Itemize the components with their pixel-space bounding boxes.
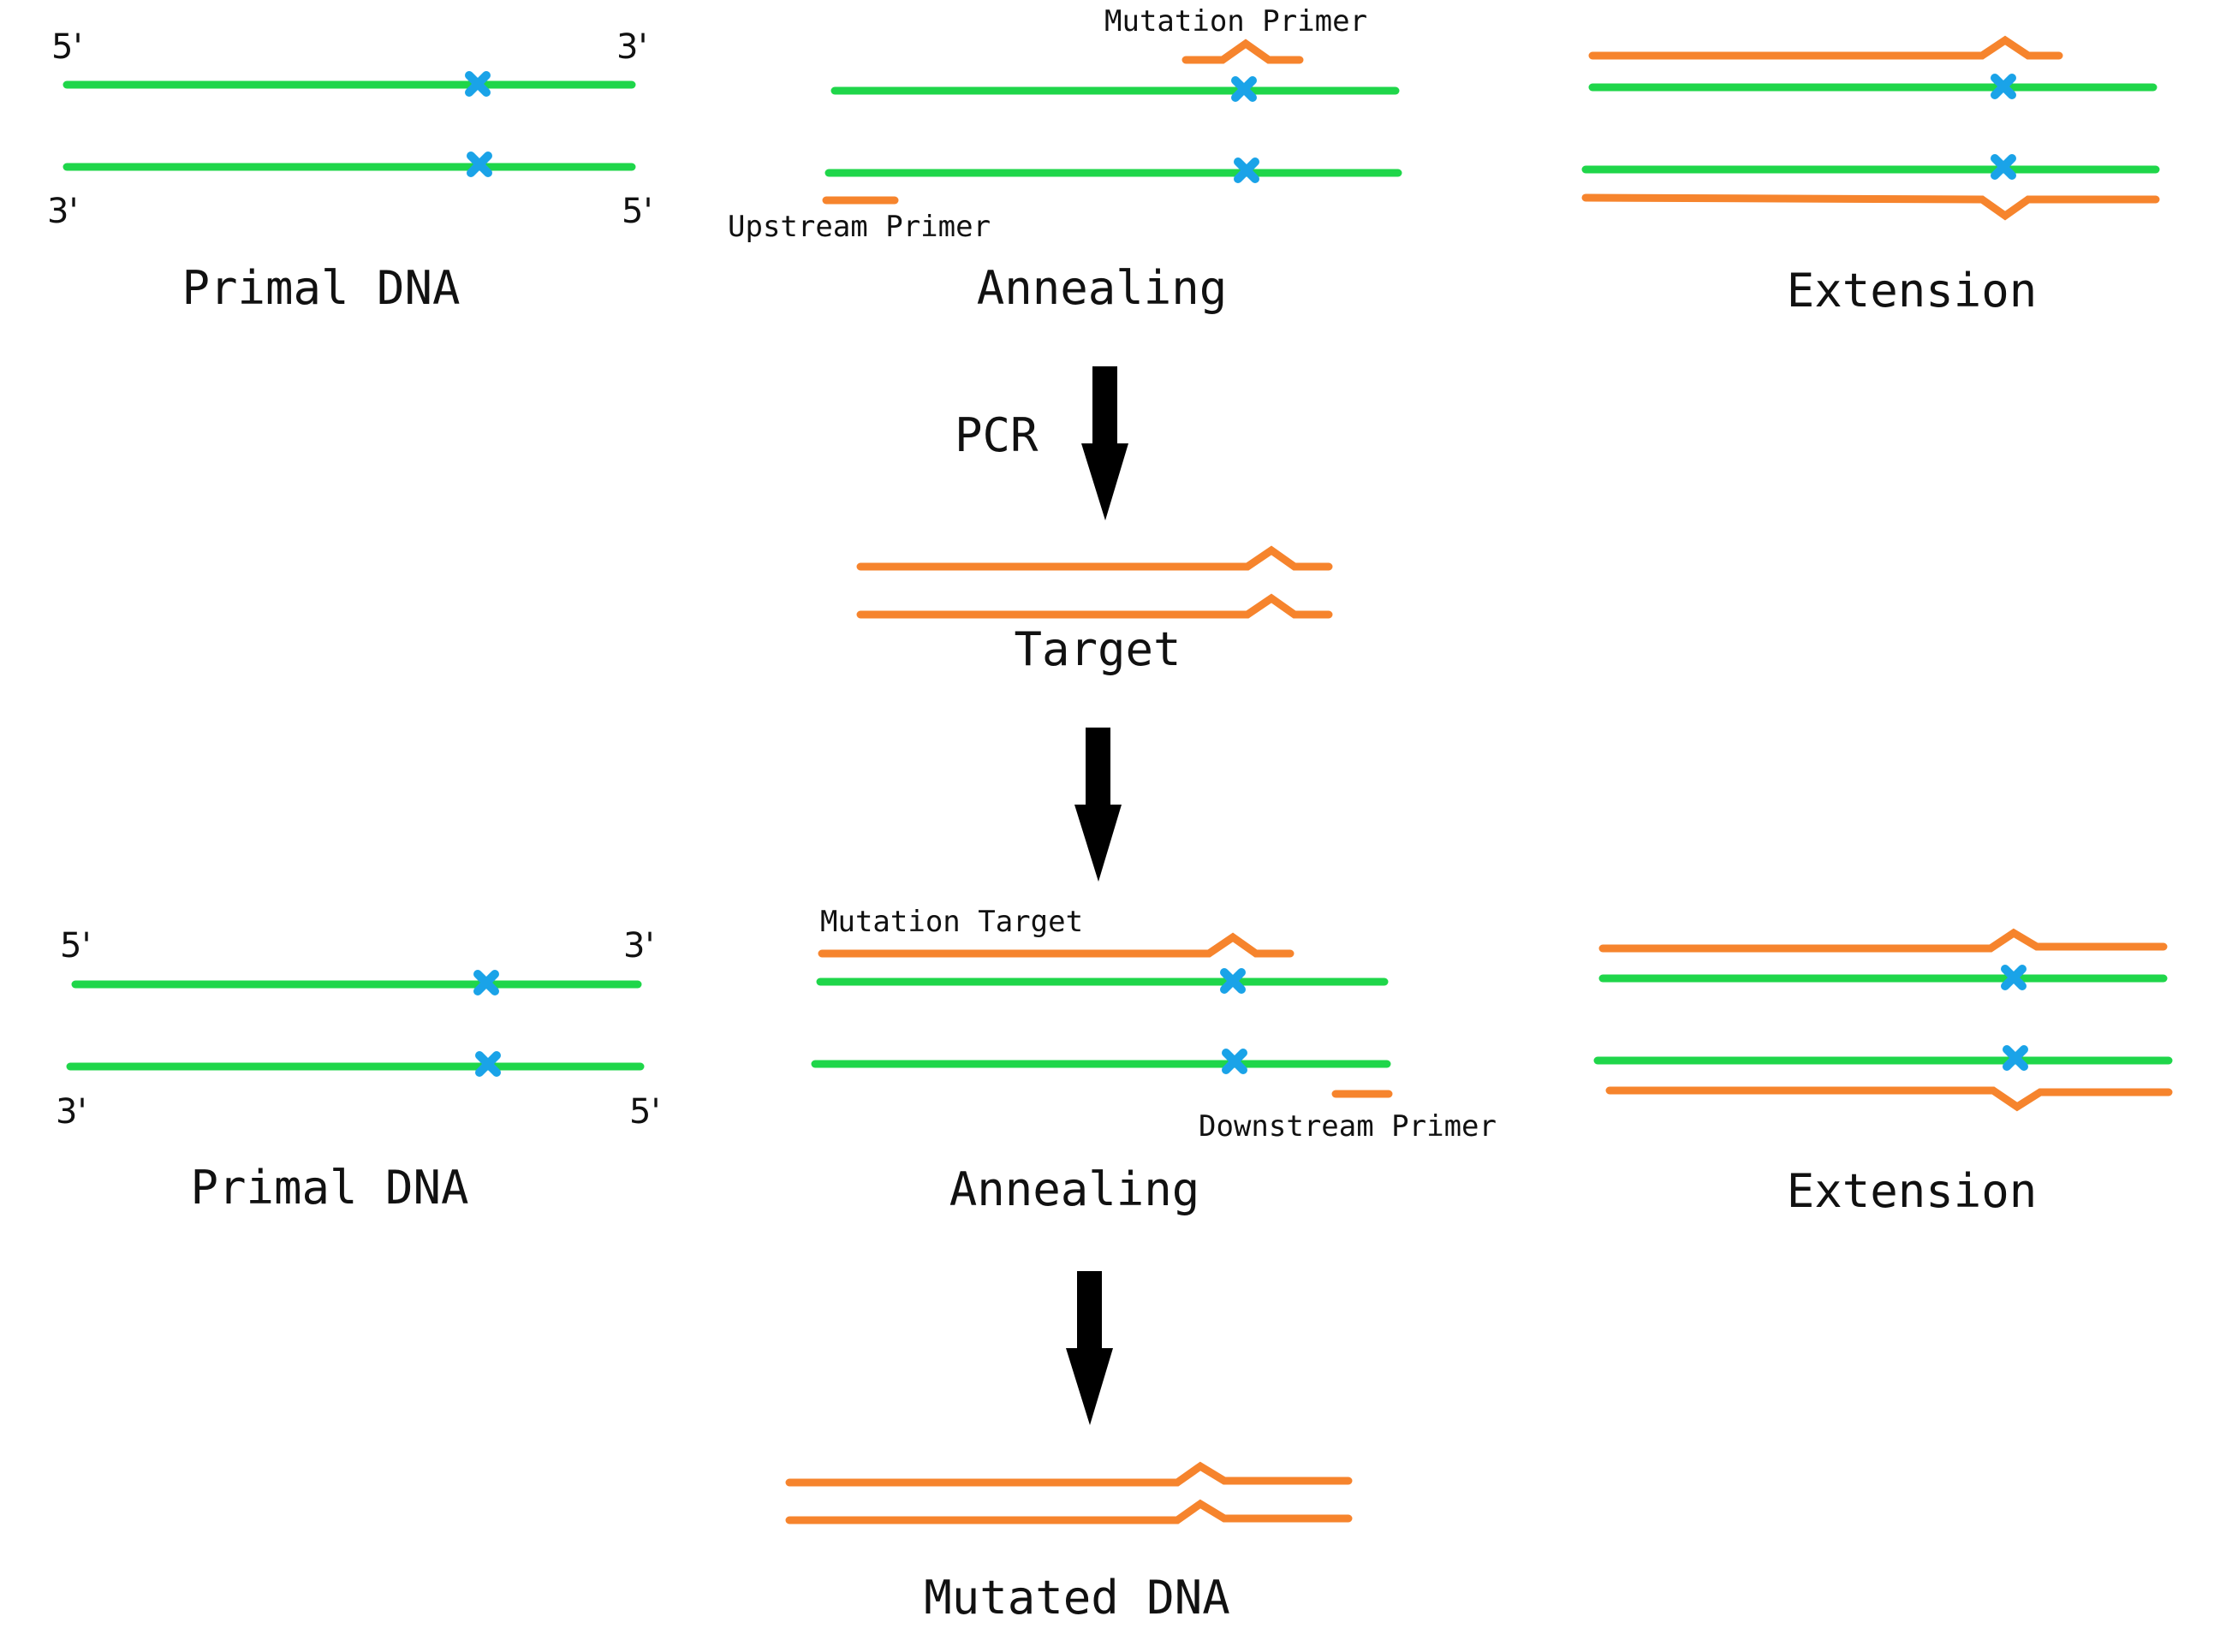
step3-arrow-icon <box>1066 1271 1113 1425</box>
row2-annealing-top-mutation-icon <box>1220 968 1246 994</box>
row1-primal-top-right-end-label: 3' <box>616 27 647 67</box>
mutation-target-strand <box>818 932 1295 958</box>
row1-primal-bottom-mutation-icon <box>467 152 492 177</box>
target-top-strand <box>856 545 1333 571</box>
row1-extension-new-bottom-strand <box>1581 193 2160 221</box>
row2-extension-panel: Extension <box>1593 928 2173 1218</box>
mutation-primer-strand <box>1181 39 1304 64</box>
step2-arrow-icon <box>1074 728 1122 882</box>
target-bottom-strand <box>856 593 1333 619</box>
row2-primal-bottom-right-end-label: 5' <box>629 1092 660 1132</box>
row1-annealing-bottom-mutation-icon <box>1234 157 1259 183</box>
row1-extension-panel: Extension <box>1581 35 2160 318</box>
row2-extension-title: Extension <box>1787 1164 2038 1218</box>
pcr-arrow-icon <box>1081 366 1128 520</box>
row2-extension-new-top-strand <box>1598 928 2168 953</box>
row2-primal-top-left-end-label: 5' <box>60 926 91 966</box>
row1-extension-top-mutation-icon <box>1991 74 2016 99</box>
mutation-target-label: Mutation Target <box>820 905 1083 939</box>
row1-annealing-top-mutation-icon <box>1231 76 1257 102</box>
target-panel: Target <box>856 545 1333 676</box>
row1-primal-title: Primal DNA <box>182 261 460 315</box>
row2-extension-bottom-mutation-icon <box>2003 1045 2028 1071</box>
row2-primal-dna-panel: 5' 3' 3' 5' Primal DNA <box>56 926 660 1215</box>
pcr-label: PCR <box>955 408 1039 462</box>
row2-annealing-bottom-mutation-icon <box>1222 1049 1247 1074</box>
row1-extension-title: Extension <box>1787 264 2038 318</box>
downstream-primer-label: Downstream Primer <box>1199 1109 1497 1144</box>
upstream-primer-label: Upstream Primer <box>728 210 991 244</box>
row1-annealing-panel: Mutation Primer Upstream Primer Annealin… <box>728 4 1402 315</box>
row2-primal-title: Primal DNA <box>190 1161 468 1215</box>
row1-primal-bottom-right-end-label: 5' <box>622 192 652 231</box>
row2-annealing-panel: Mutation Target Downstream Primer Anneal… <box>811 905 1497 1216</box>
row2-primal-top-mutation-icon <box>473 970 499 995</box>
row2-extension-top-mutation-icon <box>2001 965 2027 990</box>
row1-primal-top-mutation-icon <box>465 71 491 97</box>
target-title: Target <box>1014 622 1181 676</box>
row1-primal-dna-panel: 5' 3' 3' 5' Primal DNA <box>47 27 652 315</box>
row1-primal-top-left-end-label: 5' <box>51 27 82 67</box>
row1-annealing-title: Annealing <box>977 261 1228 315</box>
row2-primal-bottom-left-end-label: 3' <box>56 1092 86 1132</box>
pcr-arrow-group: PCR <box>955 366 1128 520</box>
mutated-dna-panel: Mutated DNA <box>785 1461 1353 1625</box>
row1-extension-new-top-strand <box>1588 35 2063 60</box>
mutated-dna-bottom-strand <box>785 1499 1353 1524</box>
row2-primal-bottom-mutation-icon <box>475 1051 501 1077</box>
mutated-dna-top-strand <box>785 1461 1353 1487</box>
row1-extension-bottom-mutation-icon <box>1991 154 2016 180</box>
row2-annealing-title: Annealing <box>949 1162 1200 1216</box>
row1-primal-bottom-left-end-label: 3' <box>47 192 78 231</box>
row2-extension-new-bottom-strand <box>1605 1086 2173 1112</box>
mutation-primer-label: Mutation Primer <box>1104 4 1367 39</box>
row2-primal-top-right-end-label: 3' <box>623 926 654 966</box>
mutated-dna-title: Mutated DNA <box>924 1571 1230 1625</box>
